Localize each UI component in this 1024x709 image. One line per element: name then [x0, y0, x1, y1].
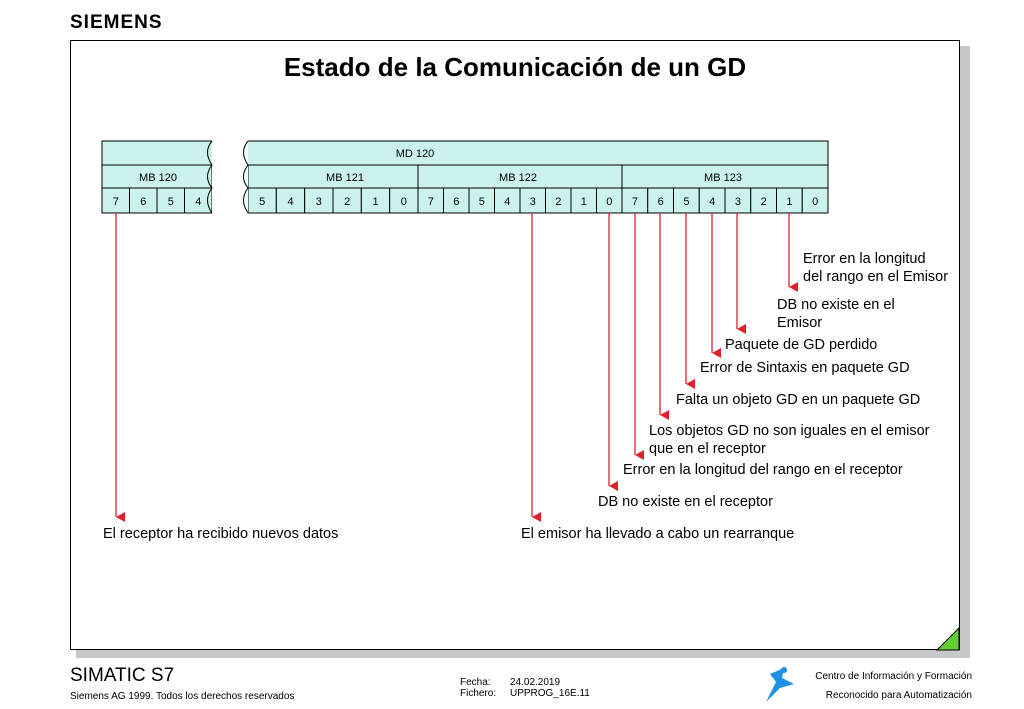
footer-center-line2: Reconocido para Automatización — [825, 690, 972, 701]
bit-label: 2 — [761, 196, 767, 208]
bit-label: 5 — [259, 196, 265, 208]
bit-cell — [417, 187, 444, 214]
break-line-left — [207, 140, 213, 214]
mb121-label: MB 121 — [326, 172, 364, 184]
bit-label: 6 — [658, 196, 664, 208]
arrow-group — [115, 213, 798, 522]
bit-label: 3 — [530, 196, 536, 208]
footer-date-label: Fecha: — [460, 677, 491, 688]
bit-cell — [545, 187, 572, 214]
bit-label: 4 — [709, 196, 715, 208]
md-label: MD 120 — [396, 148, 435, 160]
bit-cell — [698, 187, 726, 214]
footer-copyright: Siemens AG 1999. Todos los derechos rese… — [70, 691, 295, 702]
footer-product: SIMATIC S7 — [70, 665, 175, 686]
mb123-label: MB 123 — [704, 172, 742, 184]
break-gap — [212, 140, 248, 214]
bit-label: 7 — [632, 196, 638, 208]
training-center-logo-icon — [766, 667, 794, 702]
mb122-label: MB 122 — [499, 172, 537, 184]
bit-cell — [519, 187, 546, 214]
mb120-label: MB 120 — [139, 172, 177, 184]
siemens-logo: SIEMENS — [70, 12, 163, 33]
label-mb123-bit3: Paquete de GD perdido — [725, 337, 878, 353]
footer-file-value: UPPROG_16E.11 — [510, 688, 590, 699]
bit-label: 4 — [195, 196, 201, 208]
bit-label: 0 — [401, 196, 407, 208]
bit-cell — [801, 187, 829, 214]
corner-marker — [935, 626, 960, 651]
bit-label: 0 — [812, 196, 818, 208]
label-mb123-bit5: Falta un objeto GD en un paquete GD — [676, 392, 921, 408]
bit-label: 6 — [453, 196, 459, 208]
break-line-right — [243, 140, 249, 214]
bit-label: 2 — [344, 196, 350, 208]
bit-cell — [275, 187, 306, 214]
bit-cell — [468, 187, 495, 214]
bit-label: 6 — [140, 196, 146, 208]
footer-center-line1: Centro de Información y Formación — [815, 671, 972, 682]
bit-label: 1 — [581, 196, 587, 208]
bit-label: 5 — [168, 196, 174, 208]
label-mb122-bit0: DB no existe en el receptor — [598, 494, 773, 510]
bit-label: 5 — [479, 196, 485, 208]
bit-cell — [101, 187, 130, 214]
bit-cell — [304, 187, 334, 214]
footer-date-value: 24.02.2019 — [510, 677, 561, 688]
bit-cell — [776, 187, 803, 214]
bit-cell — [360, 187, 391, 214]
label-mb123-bit7: Error en la longitud del rango en el rec… — [623, 462, 903, 478]
bit-cell — [332, 187, 362, 214]
bit-cell — [443, 187, 470, 214]
bit-label: 3 — [735, 196, 741, 208]
bit-label: 4 — [287, 196, 293, 208]
bit-label: 7 — [113, 196, 119, 208]
bit-label: 5 — [683, 196, 689, 208]
page-title: Estado de la Comunicación de un GD — [283, 52, 747, 82]
footer-file-label: Fichero: — [460, 688, 497, 699]
label-mb123-bit4: Error de Sintaxis en paquete GD — [700, 360, 910, 376]
bit-label: 1 — [372, 196, 378, 208]
label-mb122-bit3: El emisor ha llevado a cabo un rearranqu… — [521, 526, 795, 542]
bit-cell — [494, 187, 521, 214]
label-mb120-bit7: El receptor ha recibido nuevos datos — [103, 526, 339, 542]
bit-label: 7 — [428, 196, 434, 208]
bit-row: 7 6 5 4 5 4 3 2 1 0 7 6 5 4 3 2 1 0 7 6 5 4 3 2 1 0 — [101, 187, 829, 214]
label-mb123-bit6: Los objetos GD no son iguales en el emis… — [649, 423, 930, 457]
bit-cell — [389, 187, 419, 214]
bit-label: 3 — [316, 196, 322, 208]
bit-label: 1 — [786, 196, 792, 208]
bit-label: 0 — [606, 196, 612, 208]
bit-label: 4 — [504, 196, 510, 208]
bit-label: 2 — [555, 196, 561, 208]
